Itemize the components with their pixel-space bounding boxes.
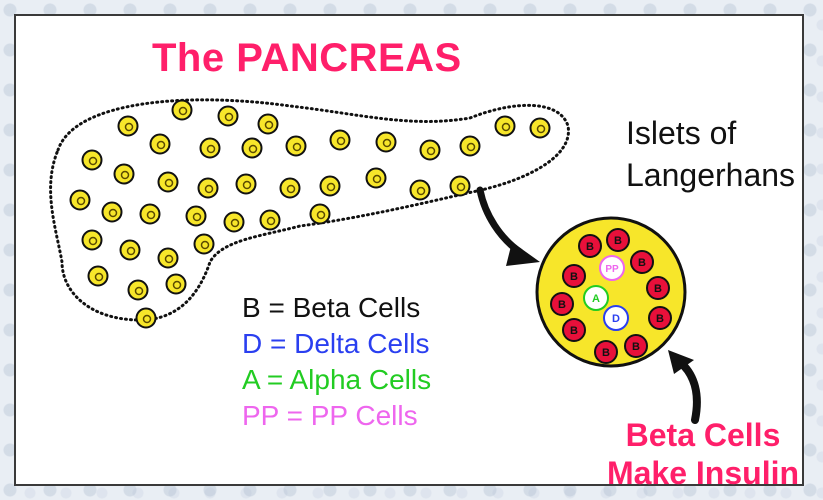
pp-cell: PP xyxy=(600,256,624,280)
islet-dot xyxy=(137,309,156,328)
legend-delta: D = Delta Cells xyxy=(242,326,431,362)
islet-dot xyxy=(367,169,386,188)
beta-cell-label: B xyxy=(632,341,640,353)
beta-callout: Beta Cells Make Insulin xyxy=(593,416,813,492)
islet-dot xyxy=(71,191,90,210)
islet-dot xyxy=(201,139,220,158)
beta-cell-label: B xyxy=(654,283,662,295)
islet-dot xyxy=(461,137,480,156)
islet-dot xyxy=(281,179,300,198)
beta-cell-label: B xyxy=(614,235,622,247)
islet-dot xyxy=(237,175,256,194)
islet-dot xyxy=(531,119,550,138)
page-title: The PANCREAS xyxy=(152,36,462,81)
islet-dot xyxy=(321,177,340,196)
islet-dot xyxy=(115,165,134,184)
beta-cell-label: B xyxy=(638,257,646,269)
islet-dot xyxy=(411,181,430,200)
islet-dot xyxy=(311,205,330,224)
islet-dot xyxy=(167,275,186,294)
alpha-cell: A xyxy=(584,286,608,310)
islet-dot xyxy=(219,107,238,126)
beta-cell-label: B xyxy=(570,325,578,337)
legend-beta: B = Beta Cells xyxy=(242,290,431,326)
islet-dot xyxy=(121,241,140,260)
islets-label-line-1: Islets of xyxy=(626,112,806,154)
islet-dot xyxy=(331,131,350,150)
beta-callout-line-1: Beta Cells xyxy=(593,416,813,454)
islet-dot xyxy=(259,115,278,134)
beta-cell: B xyxy=(563,319,585,341)
beta-cell: B xyxy=(563,265,585,287)
islet-dot xyxy=(287,137,306,156)
islet-dot xyxy=(199,179,218,198)
beta-cell: B xyxy=(607,229,629,251)
islet-dot xyxy=(451,177,470,196)
islet-dot xyxy=(225,213,244,232)
islet-dot xyxy=(261,211,280,230)
cell-legend: B = Beta Cells D = Delta Cells A = Alpha… xyxy=(242,290,431,434)
beta-cell: B xyxy=(649,307,671,329)
alpha-cell-label: A xyxy=(592,293,600,305)
beta-cell-label: B xyxy=(602,347,610,359)
islet-dot xyxy=(159,173,178,192)
beta-cell-label: B xyxy=(586,241,594,253)
islet-dot xyxy=(83,231,102,250)
islet-dot xyxy=(187,207,206,226)
islet-dot xyxy=(129,281,148,300)
beta-cell-label: B xyxy=(570,271,578,283)
delta-cell: D xyxy=(604,306,628,330)
islet-dot xyxy=(377,133,396,152)
beta-cell: B xyxy=(595,341,617,363)
beta-callout-line-2: Make Insulin xyxy=(593,454,813,492)
islet-dot xyxy=(119,117,138,136)
islet-dot xyxy=(151,135,170,154)
beta-cell-label: B xyxy=(558,299,566,311)
pp-cell-label: PP xyxy=(605,264,619,275)
islet-dot xyxy=(421,141,440,160)
beta-cell: B xyxy=(551,293,573,315)
legend-alpha: A = Alpha Cells xyxy=(242,362,431,398)
delta-cell-label: D xyxy=(612,313,620,325)
islet-dot xyxy=(141,205,160,224)
beta-cell: B xyxy=(631,251,653,273)
islet-dot xyxy=(243,139,262,158)
islet-dot xyxy=(89,267,108,286)
beta-cell: B xyxy=(625,335,647,357)
beta-cell: B xyxy=(647,277,669,299)
callout-arrow xyxy=(680,362,697,420)
beta-cell-label: B xyxy=(656,313,664,325)
legend-pp: PP = PP Cells xyxy=(242,398,431,434)
islet-dot xyxy=(173,101,192,120)
islets-label-line-2: Langerhans xyxy=(626,154,806,196)
zoom-arrow xyxy=(480,190,520,252)
islets-label: Islets of Langerhans xyxy=(626,112,806,196)
islet-dot xyxy=(159,249,178,268)
islet-dot xyxy=(195,235,214,254)
islet-dot xyxy=(103,203,122,222)
islet-dot xyxy=(83,151,102,170)
zoom-arrow-head xyxy=(506,242,540,266)
islet-dot xyxy=(496,117,515,136)
beta-cell: B xyxy=(579,235,601,257)
